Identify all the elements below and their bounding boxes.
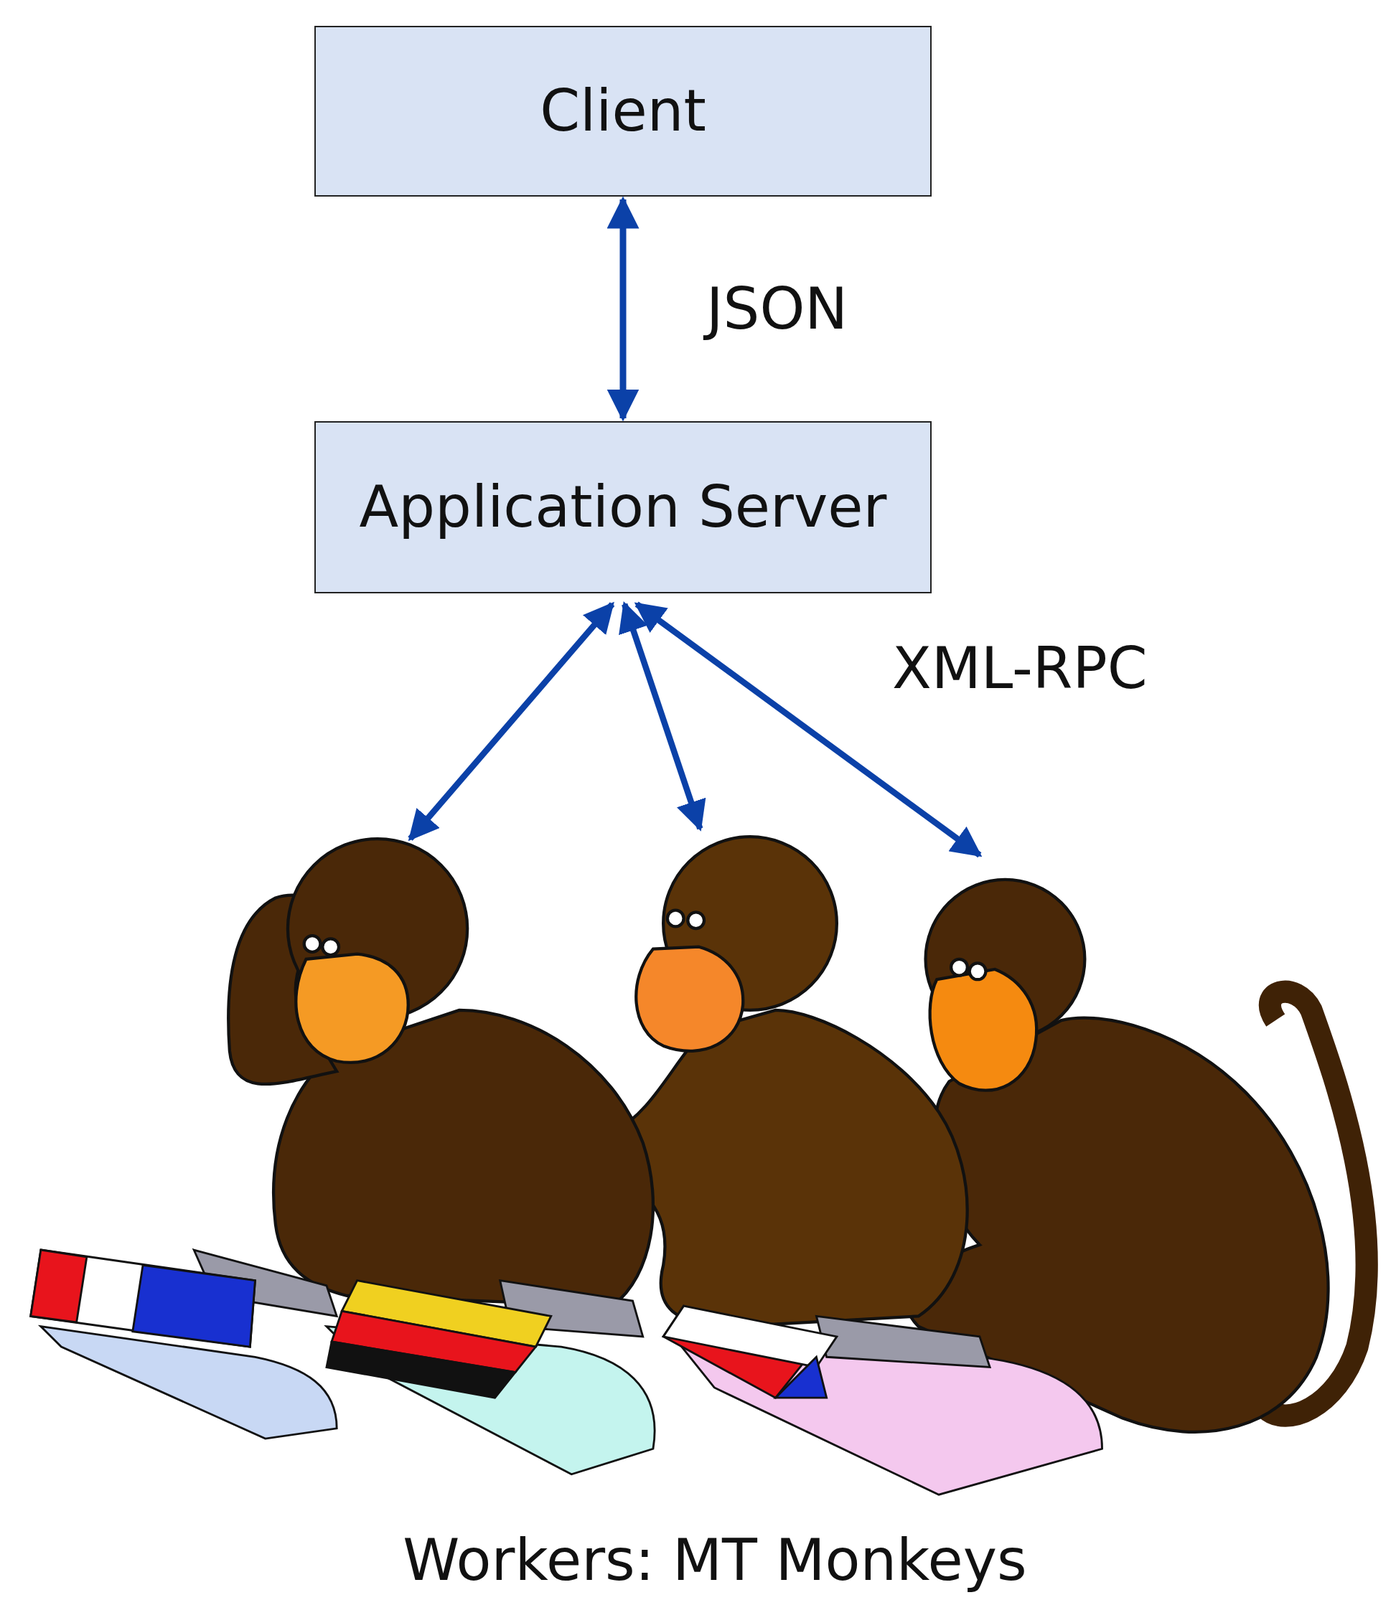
protocol-label: XML-RPC <box>887 637 1152 701</box>
connector-arrow <box>620 199 627 419</box>
box-label: Client <box>539 79 707 143</box>
process-box: Client <box>314 25 932 197</box>
box-label: Application Server <box>359 475 888 540</box>
monkeys <box>228 836 1367 1433</box>
process-box: Application Server <box>314 421 932 594</box>
caption: Workers: MT Monkeys <box>398 1529 1032 1593</box>
edge-label: JSON <box>701 277 852 341</box>
typewriters <box>30 1250 1103 1496</box>
